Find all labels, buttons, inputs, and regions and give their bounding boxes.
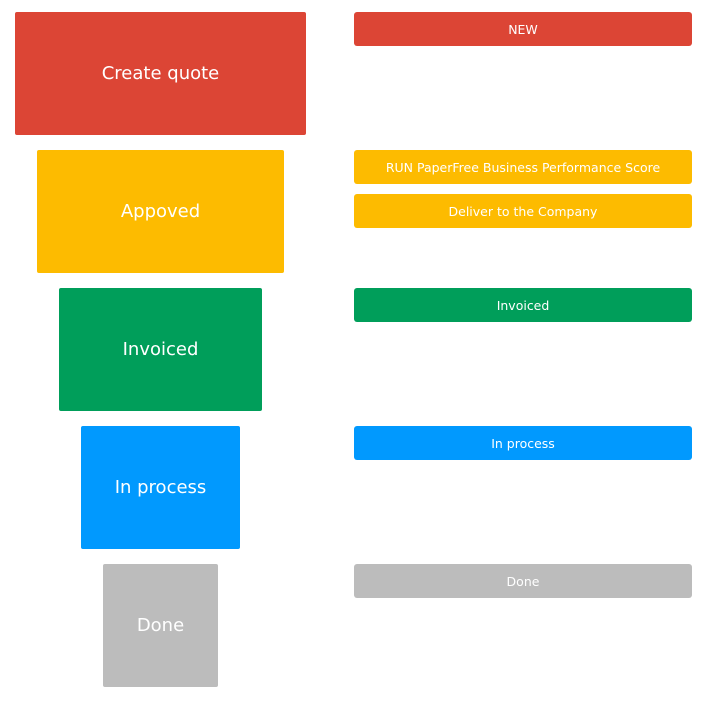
- task-label: Invoiced: [496, 297, 550, 313]
- task-run-score-button[interactable]: RUN PaperFree Business Performance Score: [354, 150, 692, 184]
- task-deliver-button[interactable]: Deliver to the Company: [354, 194, 692, 228]
- task-label: NEW: [508, 21, 538, 37]
- stage-invoiced[interactable]: Invoiced: [59, 288, 262, 411]
- task-label: Done: [506, 573, 540, 589]
- stage-label: Create quote: [101, 63, 220, 84]
- stage-done[interactable]: Done: [103, 564, 218, 687]
- task-in-process-button[interactable]: In process: [354, 426, 692, 460]
- stage-create-quote[interactable]: Create quote: [15, 12, 306, 135]
- task-new-button[interactable]: NEW: [354, 12, 692, 46]
- task-done-button[interactable]: Done: [354, 564, 692, 598]
- stage-label: Appoved: [120, 201, 201, 222]
- task-invoiced-button[interactable]: Invoiced: [354, 288, 692, 322]
- task-label: RUN PaperFree Business Performance Score: [385, 159, 661, 175]
- stage-label: Invoiced: [122, 339, 199, 360]
- stage-label: In process: [114, 477, 207, 498]
- stage-label: Done: [136, 615, 185, 636]
- task-label: Deliver to the Company: [448, 203, 598, 219]
- task-label: In process: [491, 435, 555, 451]
- stage-in-process[interactable]: In process: [81, 426, 240, 549]
- stage-approved[interactable]: Appoved: [37, 150, 284, 273]
